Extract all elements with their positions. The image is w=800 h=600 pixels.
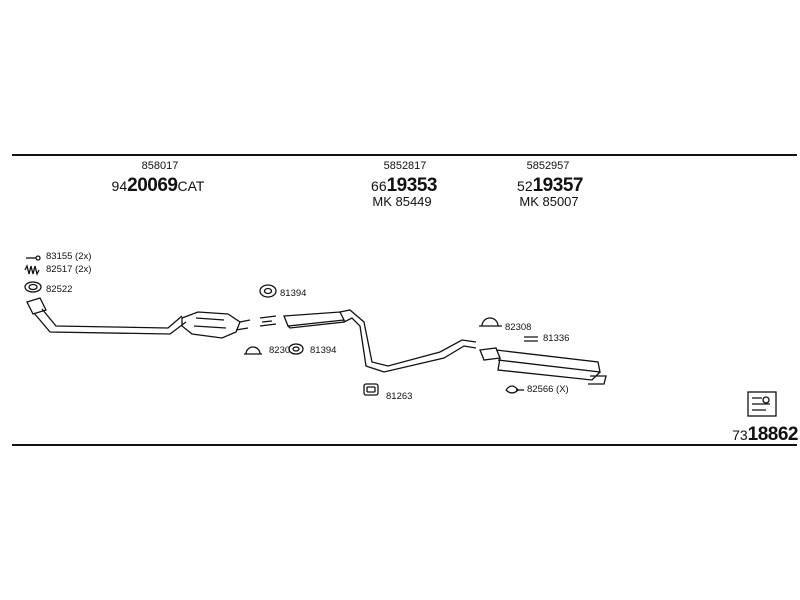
spring-icon bbox=[24, 264, 40, 276]
part1-prefix: 94 bbox=[111, 178, 128, 194]
label-82566: 82566 (X) bbox=[527, 384, 569, 395]
label-82517: 82517 (2x) bbox=[46, 264, 92, 275]
label-82308: 82308 bbox=[505, 322, 532, 333]
footer-main: 18862 bbox=[747, 424, 799, 445]
part3-number: 5219357 bbox=[517, 175, 583, 197]
part1-main: 20069 bbox=[127, 175, 178, 196]
label-81336: 81336 bbox=[543, 333, 570, 344]
part2-mk: MK 85449 bbox=[372, 194, 432, 209]
part1-number: 9420069CAT bbox=[112, 175, 205, 197]
label-8230: 8230 bbox=[269, 345, 291, 356]
part2-code: 5852817 bbox=[383, 160, 427, 172]
label-83155: 83155 (2x) bbox=[46, 251, 92, 262]
part1-suffix: CAT bbox=[177, 178, 205, 194]
rear-hanger-icon bbox=[505, 385, 524, 394]
part2-number: 6619353 bbox=[371, 175, 437, 197]
label-81263: 81263 bbox=[386, 391, 413, 402]
bottom-rule bbox=[12, 444, 797, 446]
label-82522: 82522 bbox=[46, 284, 73, 295]
part1-code: 858017 bbox=[141, 160, 179, 172]
front-pipe bbox=[26, 297, 187, 335]
clamp-icon bbox=[259, 315, 277, 327]
bolt-icon bbox=[26, 255, 41, 261]
rear-clamp-icon bbox=[524, 336, 538, 342]
hanger-icon bbox=[259, 284, 277, 298]
u-clamp-icon bbox=[244, 346, 262, 355]
top-rule bbox=[12, 154, 797, 156]
hanger-icon-2 bbox=[288, 343, 304, 355]
label-81394-top: 81394 bbox=[280, 288, 307, 299]
gasket-icon bbox=[24, 281, 42, 293]
part3-mk: MK 85007 bbox=[519, 194, 579, 209]
label-81394-bottom: 81394 bbox=[310, 345, 337, 356]
footer-number: 7318862 bbox=[732, 424, 798, 446]
part2-main: 19353 bbox=[386, 175, 438, 196]
middle-muffler bbox=[283, 309, 477, 373]
part3-prefix: 52 bbox=[517, 178, 533, 194]
rear-muffler bbox=[479, 347, 607, 385]
footer-prefix: 73 bbox=[732, 427, 748, 443]
brand-logo-icon bbox=[747, 391, 777, 417]
part3-main: 19357 bbox=[532, 175, 584, 196]
part3-code: 5852957 bbox=[526, 160, 570, 172]
rear-u-clamp-icon bbox=[479, 317, 502, 327]
rubber-mount-icon bbox=[363, 383, 379, 396]
catalytic-converter bbox=[181, 311, 251, 339]
part2-prefix: 66 bbox=[371, 178, 387, 194]
